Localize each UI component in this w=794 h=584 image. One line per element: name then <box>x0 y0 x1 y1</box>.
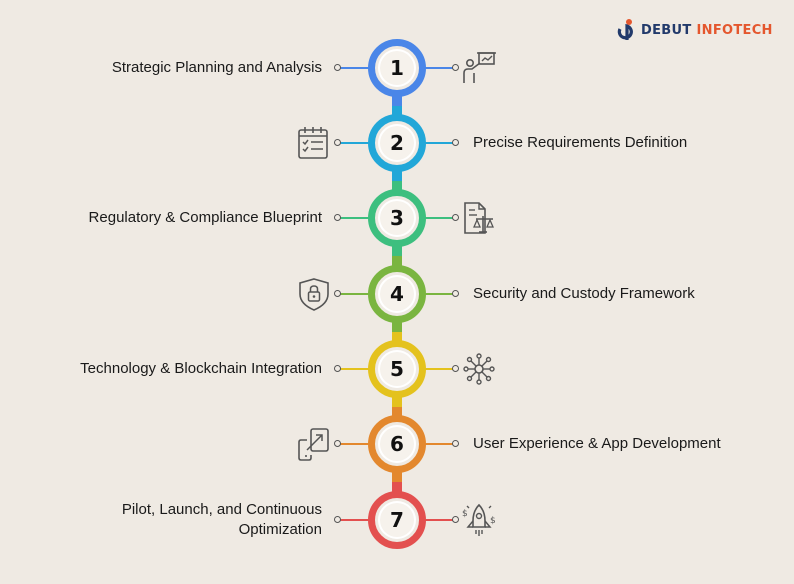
connector-line-right <box>418 519 454 521</box>
connector-line-left <box>340 217 376 219</box>
step-number: 5 <box>390 357 404 381</box>
connector-dot-right <box>452 64 459 71</box>
svg-text:$: $ <box>490 516 496 526</box>
connector-dot-left <box>334 139 341 146</box>
connector-line-right <box>418 293 454 295</box>
network-nodes-icon <box>461 351 497 387</box>
badge-inner: 5 <box>378 350 416 388</box>
connector-line-left <box>340 142 376 144</box>
connector-line-left <box>340 519 376 521</box>
connector-line-left <box>340 368 376 370</box>
connector-dot-left <box>334 64 341 71</box>
step-number: 4 <box>390 282 404 306</box>
badge-inner: 4 <box>378 275 416 313</box>
debut-logo-icon <box>617 19 633 40</box>
badge-inner: 1 <box>378 49 416 87</box>
connector-line-left <box>340 293 376 295</box>
connector-dot-right <box>452 214 459 221</box>
step-label: User Experience & App Development <box>473 435 721 452</box>
connector-dot-right <box>452 365 459 372</box>
connector-line-left <box>340 67 376 69</box>
svg-text:$: $ <box>462 509 468 519</box>
step-number-badge: 2 <box>368 114 426 172</box>
connector-line-right <box>418 368 454 370</box>
connector-line-right <box>418 217 454 219</box>
connector-line-right <box>418 142 454 144</box>
connector-dot-left <box>334 516 341 523</box>
step-label-line: Pilot, Launch, and Continuous <box>121 501 322 518</box>
step-number: 6 <box>390 432 404 456</box>
step-number-badge: 6 <box>368 415 426 473</box>
brand-name-primary: DEBUT <box>641 22 692 38</box>
phone-expand-icon <box>296 426 332 462</box>
connector-dot-right <box>452 139 459 146</box>
checklist-calendar-icon <box>296 125 332 161</box>
brand-logo: DEBUT INFOTECH <box>616 17 773 43</box>
connector-line-right <box>418 443 454 445</box>
step-number: 1 <box>390 56 404 80</box>
connector-dot-left <box>334 440 341 447</box>
connector-line-left <box>340 443 376 445</box>
step-label: Technology & Blockchain Integration <box>80 360 322 377</box>
rocket-dollar-icon: $$ <box>461 502 497 538</box>
step-label-line: Optimization <box>238 521 322 538</box>
badge-inner: 2 <box>378 124 416 162</box>
step-number: 7 <box>390 508 404 532</box>
step-label: Precise Requirements Definition <box>473 134 688 151</box>
step-number-badge: 3 <box>368 189 426 247</box>
step-label: Regulatory & Compliance Blueprint <box>88 209 322 226</box>
connector-dot-right <box>452 440 459 447</box>
step-number: 2 <box>390 131 404 155</box>
connector-dot-left <box>334 214 341 221</box>
step-label: Security and Custody Framework <box>473 285 695 302</box>
step-number-badge: 7 <box>368 491 426 549</box>
badge-inner: 7 <box>378 501 416 539</box>
presentation-icon <box>461 50 497 86</box>
connector-dot-right <box>452 290 459 297</box>
step-number-badge: 5 <box>368 340 426 398</box>
step-number-badge: 4 <box>368 265 426 323</box>
step-number: 3 <box>390 206 404 230</box>
badge-inner: 3 <box>378 199 416 237</box>
connector-line-right <box>418 67 454 69</box>
step-label: Strategic Planning and Analysis <box>111 59 322 76</box>
connector-dot-right <box>452 516 459 523</box>
connector-dot-left <box>334 290 341 297</box>
brand-name-secondary: INFOTECH <box>696 22 773 38</box>
document-scale-icon <box>461 200 497 236</box>
badge-inner: 6 <box>378 425 416 463</box>
shield-lock-icon <box>296 276 332 312</box>
connector-dot-left <box>334 365 341 372</box>
step-number-badge: 1 <box>368 39 426 97</box>
